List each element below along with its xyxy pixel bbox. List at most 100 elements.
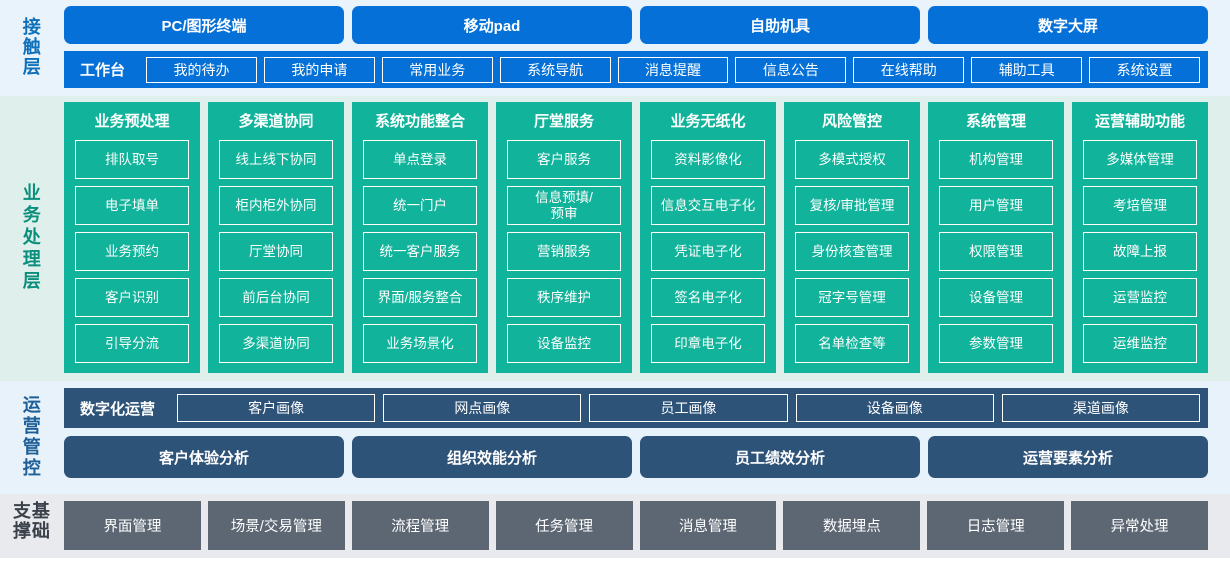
business-column-preprocessing-title: 业务预处理 bbox=[94, 113, 170, 130]
analysis-employee-performance[interactable]: 员工绩效分析 bbox=[640, 436, 920, 478]
business-column-lobby-service: 厅堂服务 客户服务 信息预填/ 预审 营销服务 秩序维护 设备监控 bbox=[496, 102, 632, 373]
toolbar-item-my-application[interactable]: 我的申请 bbox=[263, 56, 375, 83]
layer-business-body: 业务预处理 排队取号 电子填单 业务预约 客户识别 引导分流 多渠道协同 线上线… bbox=[60, 102, 1230, 373]
business-column-lobby-service-items: 客户服务 信息预填/ 预审 营销服务 秩序维护 设备监控 bbox=[507, 140, 621, 363]
business-column-paperless-items: 资料影像化 信息交互电子化 凭证电子化 签名电子化 印章电子化 bbox=[651, 140, 765, 363]
foundation-item-row: 界面管理 场景/交易管理 流程管理 任务管理 消息管理 数据埋点 bbox=[60, 501, 1230, 550]
biz-item[interactable]: 签名电子化 bbox=[651, 278, 765, 317]
analysis-customer-experience[interactable]: 客户体验分析 bbox=[64, 436, 344, 478]
foundation-scenario-transaction-management-label: 场景/交易管理 bbox=[230, 519, 322, 535]
biz-item[interactable]: 信息交互电子化 bbox=[651, 186, 765, 225]
biz-item[interactable]: 引导分流 bbox=[75, 324, 189, 363]
business-column-system-management-items: 机构管理 用户管理 权限管理 设备管理 参数管理 bbox=[939, 140, 1053, 363]
toolbar-item-common-business[interactable]: 常用业务 bbox=[381, 56, 493, 83]
biz-item[interactable]: 多模式授权 bbox=[795, 140, 909, 179]
biz-item[interactable]: 资料影像化 bbox=[651, 140, 765, 179]
toolbar-item-my-todo[interactable]: 我的待办 bbox=[146, 56, 257, 83]
toolbar-item-announcement-label: 信息公告 bbox=[762, 61, 819, 78]
biz-item[interactable]: 厅堂协同 bbox=[219, 232, 333, 271]
biz-item[interactable]: 运维监控 bbox=[1083, 324, 1197, 363]
toolbar-item-online-help[interactable]: 在线帮助 bbox=[853, 56, 965, 83]
biz-item[interactable]: 信息预填/ 预审 bbox=[507, 186, 621, 225]
business-column-risk-control-items: 多模式授权 复核/审批管理 身份核查管理 冠字号管理 名单检查等 bbox=[795, 140, 909, 363]
foundation-ui-management[interactable]: 界面管理 bbox=[64, 501, 201, 550]
biz-item[interactable]: 设备监控 bbox=[507, 324, 621, 363]
toolbar-item-my-todo-label: 我的待办 bbox=[173, 61, 230, 78]
biz-item[interactable]: 参数管理 bbox=[939, 324, 1053, 363]
biz-item[interactable]: 身份核查管理 bbox=[795, 232, 909, 271]
foundation-data-tracking[interactable]: 数据埋点 bbox=[783, 501, 921, 550]
toolbar-item-system-navigation-label: 系统导航 bbox=[527, 61, 584, 78]
biz-item[interactable]: 界面/服务整合 bbox=[363, 278, 477, 317]
foundation-log-management[interactable]: 日志管理 bbox=[927, 501, 1065, 550]
layer-foundation-body: 界面管理 场景/交易管理 流程管理 任务管理 消息管理 数据埋点 bbox=[60, 501, 1230, 550]
foundation-process-management[interactable]: 流程管理 bbox=[351, 501, 489, 550]
business-column-system-management-title: 系统管理 bbox=[965, 113, 1026, 130]
layer-contact-body: PC/图形终端 移动pad 自助机具 数字大屏 工作台 我的待办 我的申请 bbox=[60, 6, 1230, 88]
biz-item[interactable]: 秩序维护 bbox=[507, 278, 621, 317]
biz-item[interactable]: 用户管理 bbox=[939, 186, 1053, 225]
foundation-message-management[interactable]: 消息管理 bbox=[639, 501, 777, 550]
biz-item[interactable]: 线上线下协同 bbox=[219, 140, 333, 179]
toolbar-item-system-navigation[interactable]: 系统导航 bbox=[499, 56, 611, 83]
biz-item[interactable]: 电子填单 bbox=[75, 186, 189, 225]
business-column-multichannel-title: 多渠道协同 bbox=[238, 113, 314, 130]
analysis-organizational-efficiency[interactable]: 组织效能分析 bbox=[352, 436, 632, 478]
channel-row: PC/图形终端 移动pad 自助机具 数字大屏 bbox=[60, 6, 1230, 44]
foundation-exception-handling[interactable]: 异常处理 bbox=[1071, 501, 1208, 550]
channel-pc-label: PC/图形终端 bbox=[161, 17, 247, 35]
biz-item[interactable]: 运营监控 bbox=[1083, 278, 1197, 317]
portrait-device[interactable]: 设备画像 bbox=[795, 394, 994, 422]
analysis-operation-factors[interactable]: 运营要素分析 bbox=[928, 436, 1208, 478]
biz-item[interactable]: 统一客户服务 bbox=[363, 232, 477, 271]
toolbar-item-announcement[interactable]: 信息公告 bbox=[735, 56, 847, 83]
layer-business: 业务处理层 业务预处理 排队取号 电子填单 业务预约 客户识别 引导分流 多渠 bbox=[0, 96, 1230, 381]
biz-item[interactable]: 营销服务 bbox=[507, 232, 621, 271]
biz-item[interactable]: 柜内柜外协同 bbox=[219, 186, 333, 225]
toolbar-item-utilities[interactable]: 辅助工具 bbox=[971, 56, 1083, 83]
biz-item[interactable]: 设备管理 bbox=[939, 278, 1053, 317]
biz-item[interactable]: 机构管理 bbox=[939, 140, 1053, 179]
channel-self-service[interactable]: 自助机具 bbox=[640, 6, 920, 44]
biz-item[interactable]: 客户服务 bbox=[507, 140, 621, 179]
business-column-paperless: 业务无纸化 资料影像化 信息交互电子化 凭证电子化 签名电子化 印章电子化 bbox=[640, 102, 776, 373]
biz-item[interactable]: 权限管理 bbox=[939, 232, 1053, 271]
business-column-multichannel: 多渠道协同 线上线下协同 柜内柜外协同 厅堂协同 前后台协同 多渠道协同 bbox=[208, 102, 344, 373]
biz-item[interactable]: 凭证电子化 bbox=[651, 232, 765, 271]
biz-item[interactable]: 前后台协同 bbox=[219, 278, 333, 317]
biz-item[interactable]: 统一门户 bbox=[363, 186, 477, 225]
biz-item[interactable]: 排队取号 bbox=[75, 140, 189, 179]
biz-item[interactable]: 名单检查等 bbox=[795, 324, 909, 363]
biz-item[interactable]: 业务预约 bbox=[75, 232, 189, 271]
toolbar-item-system-settings[interactable]: 系统设置 bbox=[1089, 56, 1201, 83]
biz-item[interactable]: 复核/审批管理 bbox=[795, 186, 909, 225]
biz-item[interactable]: 单点登录 bbox=[363, 140, 477, 179]
layer-label-business: 业务处理层 bbox=[20, 182, 41, 293]
biz-item[interactable]: 故障上报 bbox=[1083, 232, 1197, 271]
business-column-paperless-title: 业务无纸化 bbox=[670, 113, 746, 130]
biz-item[interactable]: 冠字号管理 bbox=[795, 278, 909, 317]
biz-item[interactable]: 客户识别 bbox=[75, 278, 189, 317]
business-column-system-integration: 系统功能整合 单点登录 统一门户 统一客户服务 界面/服务整合 业务场景化 bbox=[352, 102, 488, 373]
analysis-customer-experience-label: 客户体验分析 bbox=[158, 449, 249, 467]
biz-item[interactable]: 考培管理 bbox=[1083, 186, 1197, 225]
biz-item[interactable]: 多媒体管理 bbox=[1083, 140, 1197, 179]
channel-mobile-pad[interactable]: 移动pad bbox=[352, 6, 632, 44]
portrait-channel-label: 渠道画像 bbox=[1072, 400, 1129, 416]
channel-digital-screen[interactable]: 数字大屏 bbox=[928, 6, 1208, 44]
biz-item[interactable]: 印章电子化 bbox=[651, 324, 765, 363]
toolbar-item-message-alert[interactable]: 消息提醒 bbox=[617, 56, 729, 83]
foundation-task-management[interactable]: 任务管理 bbox=[495, 501, 633, 550]
business-column-ops-support-items: 多媒体管理 考培管理 故障上报 运营监控 运维监控 bbox=[1083, 140, 1197, 363]
biz-item[interactable]: 业务场景化 bbox=[363, 324, 477, 363]
foundation-task-management-label: 任务管理 bbox=[535, 519, 594, 535]
channel-pc[interactable]: PC/图形终端 bbox=[64, 6, 344, 44]
portrait-customer[interactable]: 客户画像 bbox=[177, 394, 376, 422]
portrait-employee[interactable]: 员工画像 bbox=[589, 394, 788, 422]
biz-item[interactable]: 多渠道协同 bbox=[219, 324, 333, 363]
portrait-channel[interactable]: 渠道画像 bbox=[1001, 394, 1201, 422]
business-column-preprocessing-items: 排队取号 电子填单 业务预约 客户识别 引导分流 bbox=[75, 140, 189, 363]
portrait-branch[interactable]: 网点画像 bbox=[383, 394, 582, 422]
business-column-system-integration-items: 单点登录 统一门户 统一客户服务 界面/服务整合 业务场景化 bbox=[363, 140, 477, 363]
foundation-scenario-transaction-management[interactable]: 场景/交易管理 bbox=[207, 501, 345, 550]
